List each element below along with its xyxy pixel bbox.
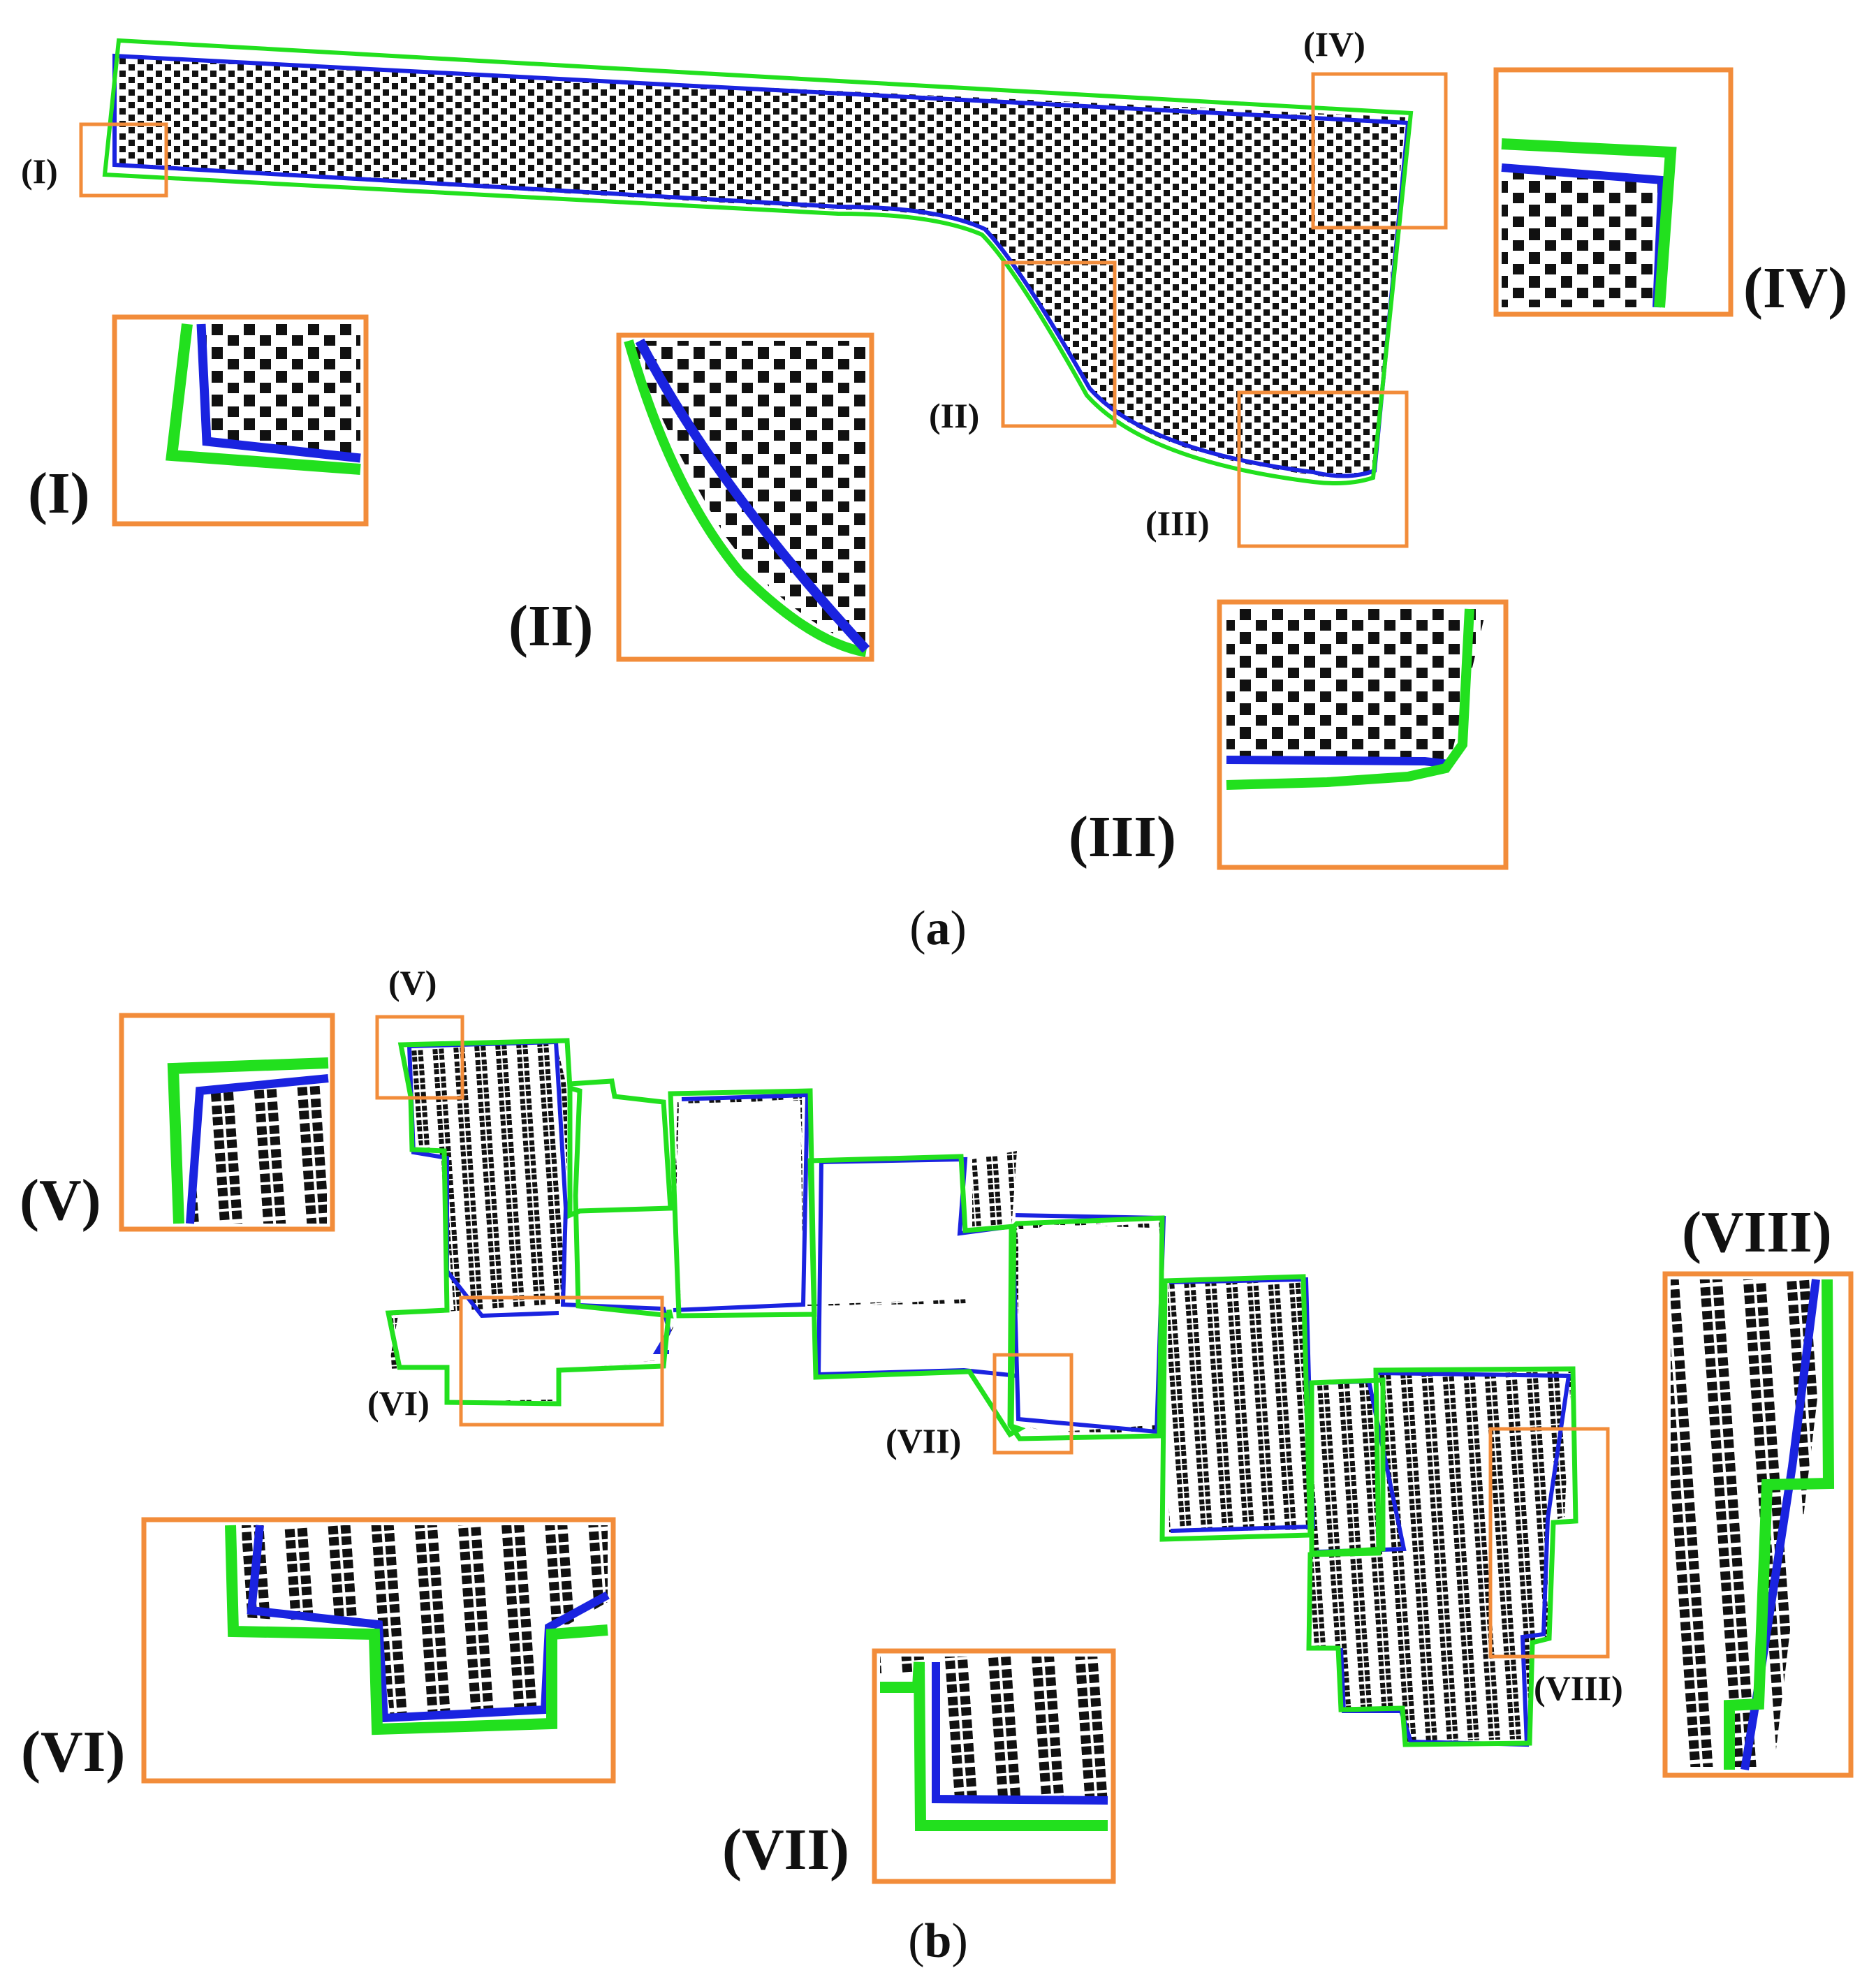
zoom-III-blue-line bbox=[1226, 756, 1449, 768]
zoom-inset-VI: (VI) bbox=[21, 1517, 616, 1784]
panel-b-texture bbox=[388, 1042, 1571, 1742]
zoom-I-blue-line bbox=[196, 323, 361, 463]
zoom-V-label: (V) bbox=[20, 1168, 101, 1233]
zoom-inset-VIII: (VIII) bbox=[1662, 1200, 1854, 1778]
zoom-V-green-line bbox=[167, 1057, 329, 1224]
panel-a-caption: (a) bbox=[909, 902, 967, 955]
zoom-VII-blue-line bbox=[932, 1662, 1108, 1805]
label-small-VII: (VII) bbox=[886, 1421, 961, 1460]
label-small-VI: (VI) bbox=[367, 1383, 430, 1423]
label-small-IV: (IV) bbox=[1303, 24, 1365, 64]
zoom-inset-VII: (VII) bbox=[722, 1648, 1116, 1884]
callout-box-small-VII bbox=[992, 1353, 1073, 1455]
callout-box-small-I bbox=[79, 122, 168, 198]
zoom-IV-label: (IV) bbox=[1743, 256, 1847, 321]
callout-box-small-II bbox=[1001, 260, 1117, 428]
callout-box-small-VIII bbox=[1488, 1427, 1610, 1659]
panel-b-green-outline bbox=[385, 1038, 1578, 1747]
zoom-II-label: (II) bbox=[508, 594, 593, 659]
panel-b: (V) (VI) (VII) (VIII) (V) (VI) (VII) bbox=[20, 963, 1854, 1968]
zoom-VI-texture bbox=[242, 1525, 608, 1722]
zoom-inset-I: (I) bbox=[28, 314, 369, 527]
callout-box-small-V bbox=[375, 1015, 464, 1100]
zoom-VIII-label: (VIII) bbox=[1682, 1200, 1832, 1265]
zoom-II-green-curve bbox=[624, 339, 867, 657]
callout-box-small-III bbox=[1237, 390, 1409, 548]
zoom-III-green-line bbox=[1226, 608, 1474, 790]
zoom-VII-green-line bbox=[880, 1661, 1108, 1831]
zoom-inset-II: (II) bbox=[508, 332, 874, 662]
zoom-VIII-texture bbox=[1671, 1279, 1831, 1767]
zoom-IV-texture bbox=[1502, 166, 1665, 307]
zoom-V-texture bbox=[189, 1082, 327, 1224]
panel-a: (I) (II) (III) (IV) (I) (II) (III) bbox=[21, 24, 1847, 955]
zoom-I-label: (I) bbox=[28, 461, 90, 526]
zoom-VI-green-line bbox=[225, 1525, 608, 1735]
zoom-IV-green-line bbox=[1501, 138, 1677, 308]
zoom-III-label: (III) bbox=[1069, 805, 1176, 869]
zoom-VIII-blue-line bbox=[1741, 1279, 1820, 1770]
zoom-I-green-line bbox=[166, 323, 361, 475]
zoom-VI-label: (VI) bbox=[21, 1719, 125, 1784]
callout-box-small-IV bbox=[1311, 72, 1448, 230]
callout-box-small-VI bbox=[459, 1295, 664, 1427]
zoom-V-blue-line bbox=[186, 1074, 329, 1224]
label-small-II: (II) bbox=[929, 396, 979, 435]
zoom-inset-V: (V) bbox=[20, 1013, 335, 1233]
panel-a-blue-outline bbox=[112, 53, 1411, 478]
panel-a-green-outline bbox=[102, 38, 1414, 485]
label-small-I: (I) bbox=[21, 152, 58, 191]
label-small-III: (III) bbox=[1145, 504, 1210, 543]
zoom-inset-III: (III) bbox=[1069, 599, 1509, 870]
zoom-III-texture bbox=[1226, 609, 1486, 763]
zoom-inset-IV: (IV) bbox=[1493, 67, 1847, 321]
panel-b-caption: (b) bbox=[908, 1914, 968, 1968]
zoom-II-blue-line bbox=[635, 338, 870, 653]
zoom-VI-blue-line bbox=[247, 1525, 610, 1723]
label-small-V: (V) bbox=[388, 963, 437, 1002]
zoom-VII-label: (VII) bbox=[722, 1817, 849, 1882]
label-small-VIII: (VIII) bbox=[1534, 1668, 1623, 1708]
zoom-VIII-green-line bbox=[1724, 1279, 1835, 1770]
zoom-I-texture bbox=[203, 324, 360, 460]
